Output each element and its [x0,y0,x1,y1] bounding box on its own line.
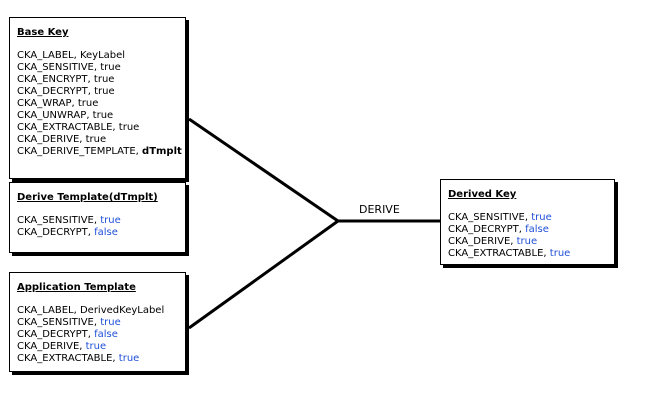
attribute-value: true [92,110,114,121]
attribute-row: CKA_DERIVE_TEMPLATE, dTmplt [17,146,182,157]
attribute-row: CKA_DECRYPT, false [17,329,118,340]
attribute-value: DerivedKeyLabel [79,305,165,316]
attribute-row: CKA_LABEL, DerivedKeyLabel [17,305,165,316]
application-template-box: Application Template CKA_LABEL, DerivedK… [9,272,186,372]
attribute-row: CKA_SENSITIVE, true [17,215,121,226]
attribute-value: true [77,98,99,109]
attribute-name: CKA_EXTRACTABLE [448,248,544,259]
attribute-name: CKA_EXTRACTABLE [17,122,113,133]
base-key-title: Base Key [17,27,69,38]
attribute-row: CKA_UNWRAP, true [17,110,114,121]
attribute-row: CKA_SENSITIVE, true [17,62,121,73]
attribute-value: KeyLabel [79,50,126,61]
attribute-name: CKA_DECRYPT [17,329,88,340]
attribute-row: CKA_DERIVE, true [448,236,538,247]
attribute-row: CKA_DERIVE, true [17,341,107,352]
attribute-name: CKA_DERIVE [448,236,511,247]
attribute-row: CKA_EXTRACTABLE, true [17,122,140,133]
attribute-row: CKA_SENSITIVE, true [448,212,552,223]
attribute-value: true [100,62,121,73]
attribute-name: CKA_DERIVE [17,341,80,352]
derived-key-box: Derived Key CKA_SENSITIVE, true CKA_DECR… [440,179,615,265]
attribute-value: true [100,317,121,328]
attribute-row: CKA_DECRYPT, false [17,227,118,238]
attribute-name: CKA_SENSITIVE [448,212,525,223]
derive-template-title: Derive Template(dTmplt) [17,192,158,203]
attribute-value: true [118,122,140,133]
attribute-row: CKA_ENCRYPT, true [17,74,115,85]
attribute-name: CKA_DECRYPT [17,227,88,238]
attribute-name: CKA_SENSITIVE [17,317,94,328]
attribute-value: true [94,86,115,97]
attribute-name: CKA_WRAP [17,98,72,109]
attribute-row: CKA_WRAP, true [17,98,99,109]
attribute-name: CKA_DERIVE_TEMPLATE [17,146,136,157]
attribute-row: CKA_DECRYPT, false [448,224,549,235]
attribute-name: CKA_ENCRYPT [17,74,88,85]
attribute-value: false [94,227,118,238]
attribute-row: CKA_DERIVE, true [17,134,107,145]
derived-key-title: Derived Key [448,189,517,200]
attribute-name: CKA_DECRYPT [17,86,88,97]
attribute-value: false [94,329,118,340]
attribute-row: CKA_EXTRACTABLE, true [448,248,571,259]
attribute-value: true [549,248,571,259]
attribute-name: CKA_EXTRACTABLE [17,353,113,364]
attribute-value: dTmplt [142,146,182,157]
attribute-value: true [85,341,107,352]
attribute-value: false [525,224,549,235]
attribute-name: CKA_DECRYPT [448,224,519,235]
attribute-row: CKA_EXTRACTABLE, true [17,353,140,364]
attribute-name: CKA_DERIVE [17,134,80,145]
attribute-value: true [85,134,107,145]
base-key-attribute-list: CKA_LABEL, KeyLabel CKA_SENSITIVE, true … [17,50,185,158]
attribute-value: true [118,353,140,364]
attribute-name: CKA_UNWRAP [17,110,87,121]
attribute-name: CKA_LABEL [17,305,74,316]
attribute-value: true [93,74,115,85]
base-key-box: Base Key CKA_LABEL, KeyLabel CKA_SENSITI… [9,17,186,179]
application-template-attribute-list: CKA_LABEL, DerivedKeyLabel CKA_SENSITIVE… [17,305,185,365]
attribute-row: CKA_LABEL, KeyLabel [17,50,126,61]
attribute-value: true [531,212,552,223]
attribute-row: CKA_DECRYPT, true [17,86,115,97]
attribute-value: true [516,236,538,247]
derive-label: DERIVE [359,203,400,216]
attribute-row: CKA_SENSITIVE, true [17,317,121,328]
attribute-name: CKA_SENSITIVE [17,215,94,226]
derive-template-box: Derive Template(dTmplt) CKA_SENSITIVE, t… [9,182,186,253]
base-key-connector-line [188,117,339,223]
derive-template-attribute-list: CKA_SENSITIVE, true CKA_DECRYPT, false [17,215,185,239]
attribute-name: CKA_LABEL [17,50,74,61]
derived-key-attribute-list: CKA_SENSITIVE, true CKA_DECRYPT, false C… [448,212,614,260]
application-template-connector-line [188,219,339,330]
attribute-name: CKA_SENSITIVE [17,62,94,73]
application-template-title: Application Template [17,282,136,293]
attribute-value: true [100,215,121,226]
